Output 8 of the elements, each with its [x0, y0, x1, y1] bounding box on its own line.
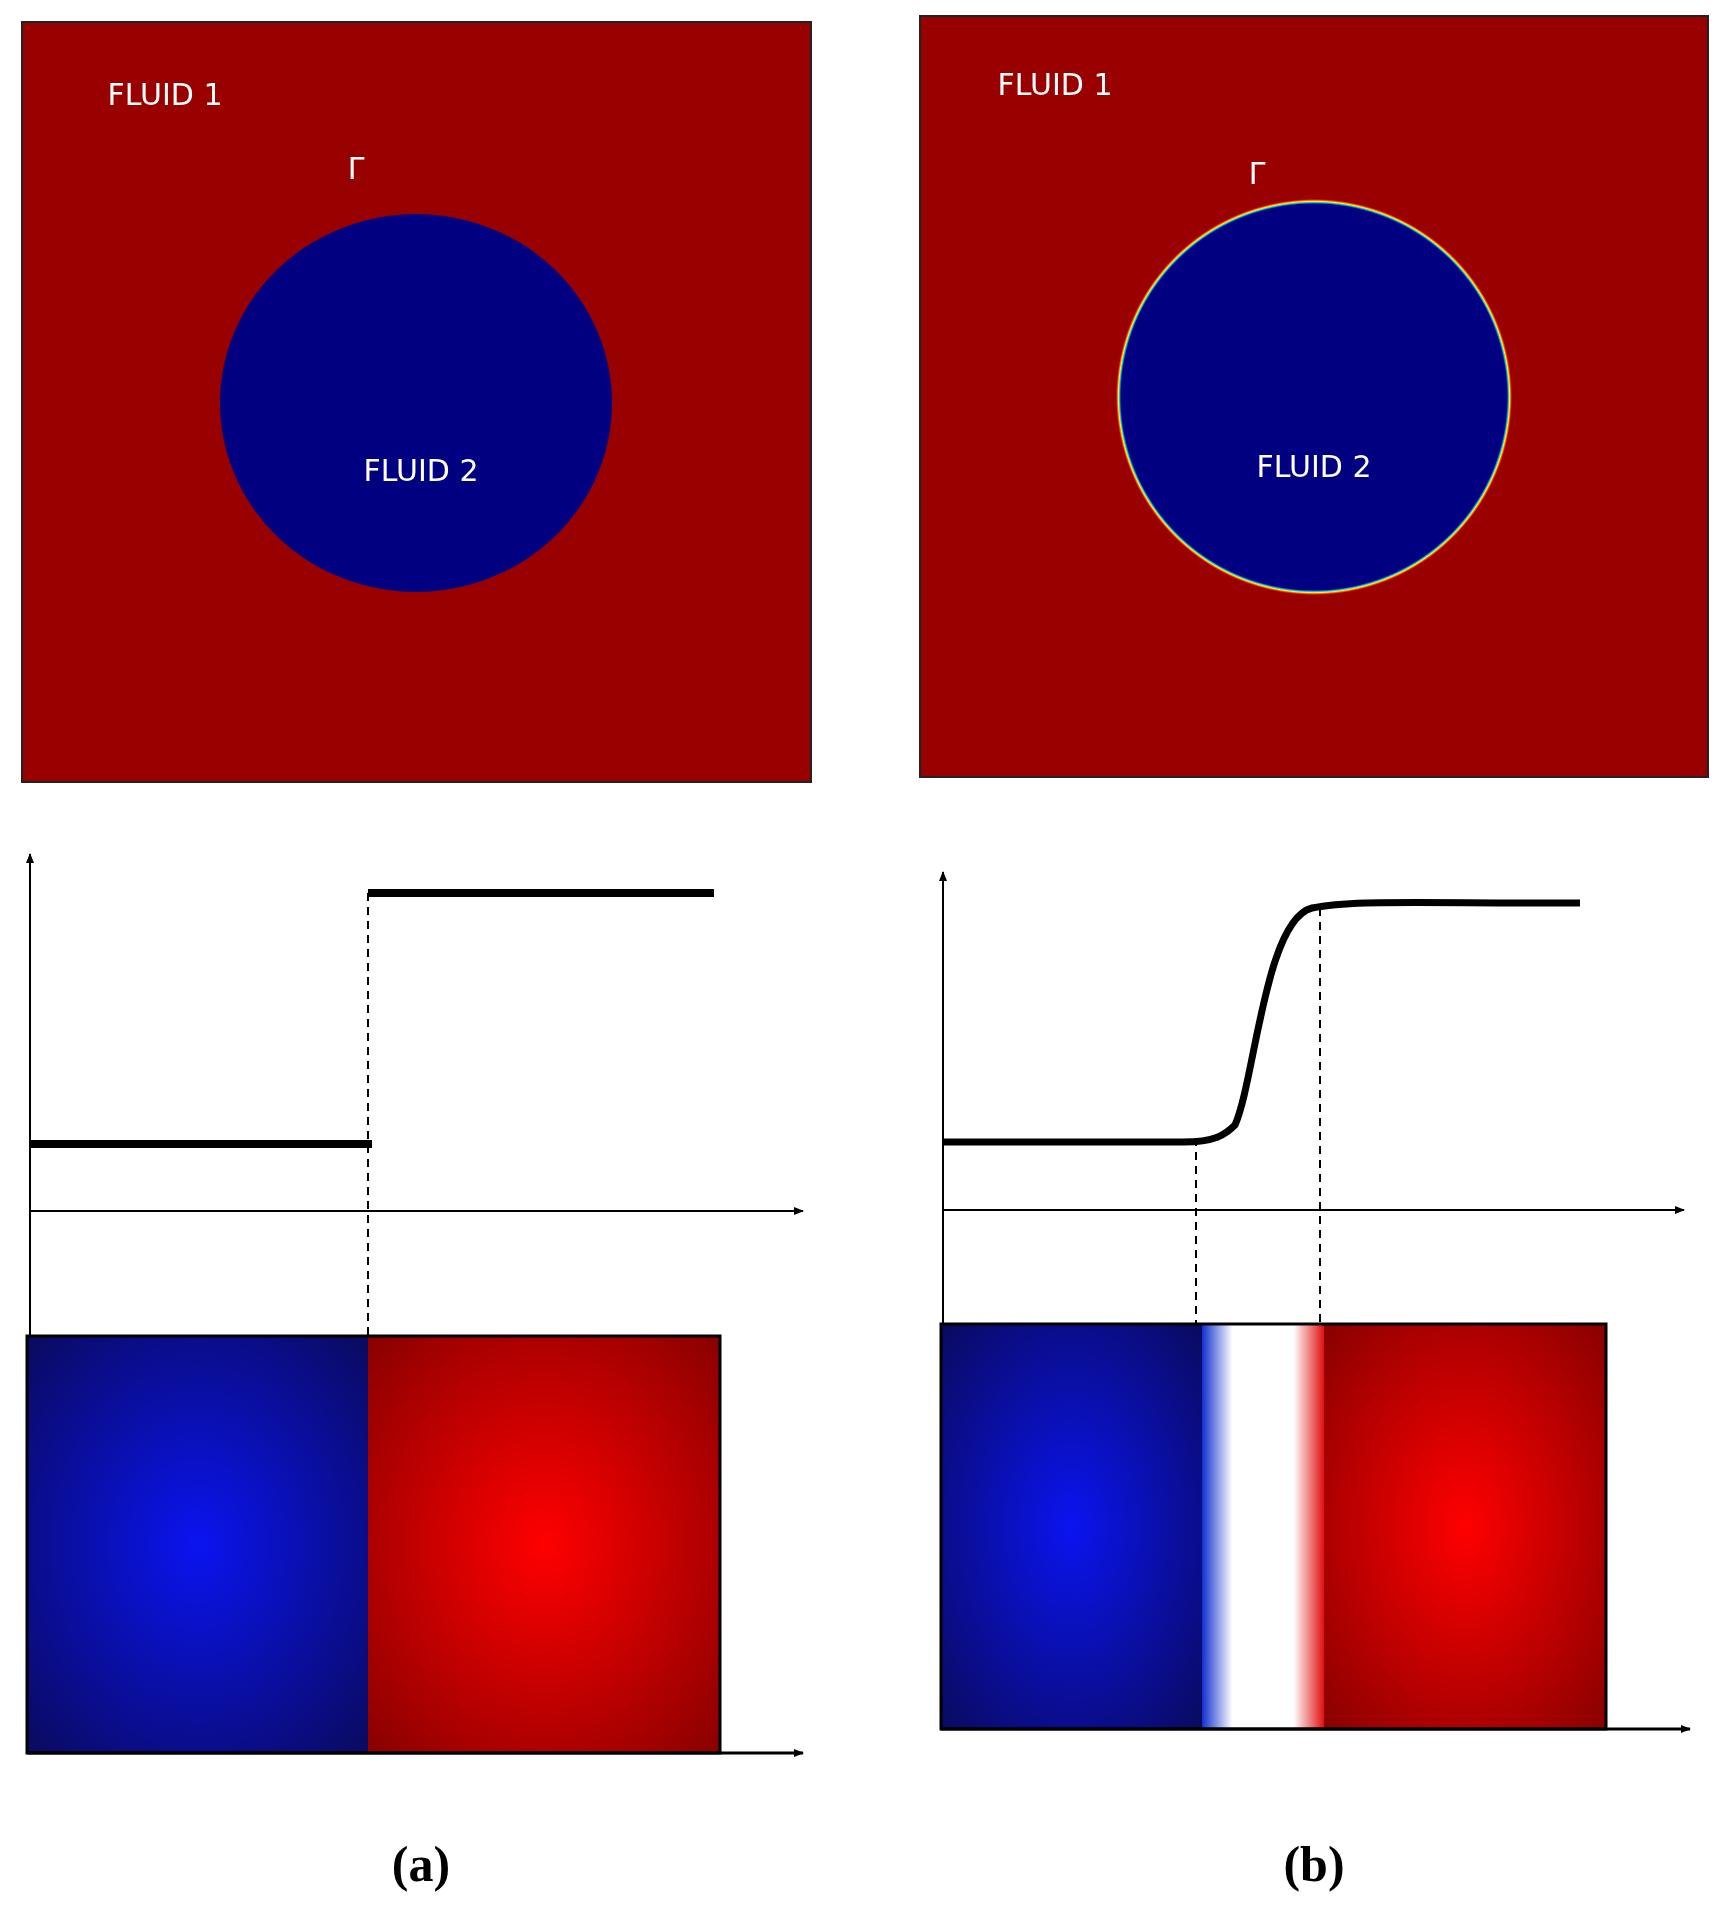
fluid-label: FLUID 2 [1256, 448, 1372, 484]
interface-symbol: Γ [347, 150, 365, 186]
fluid-label: FLUID 1 [107, 76, 223, 112]
fluid-label: FLUID 1 [997, 66, 1113, 102]
interface-symbol: Γ [1248, 155, 1266, 191]
panel-caption: (b) [1283, 1835, 1345, 1893]
panel-caption: (a) [391, 1835, 451, 1893]
fluid-label: FLUID 2 [363, 452, 479, 488]
